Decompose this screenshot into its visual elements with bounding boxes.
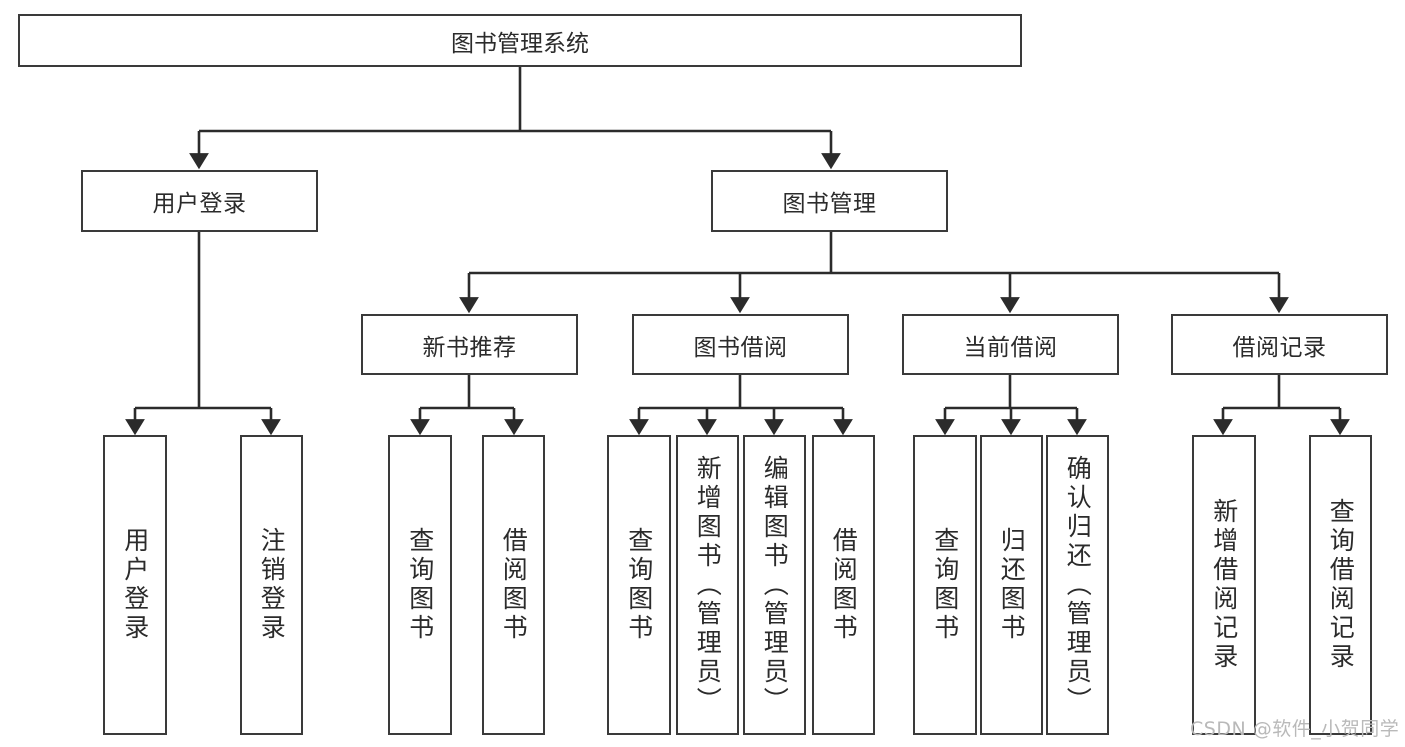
leaf-new-book-recommend-1[interactable]: 借阅图书	[482, 435, 545, 735]
node-label: 图书借阅	[693, 334, 788, 361]
node-label: 用户登录	[152, 191, 247, 217]
leaf-current-borrow-2[interactable]: 确认归还（管理员）	[1046, 435, 1109, 735]
node-label: 确认归还（管理员）	[1063, 454, 1093, 716]
node-label: 注销登录	[257, 527, 287, 643]
node-user-login[interactable]: 用户登录	[81, 170, 318, 232]
node-label: 当前借阅	[963, 334, 1058, 361]
leaf-borrow-record-1[interactable]: 查询借阅记录	[1309, 435, 1372, 735]
node-label: 借阅图书	[829, 527, 859, 643]
leaf-current-borrow-1[interactable]: 归还图书	[980, 435, 1043, 735]
node-book-borrow[interactable]: 图书借阅	[632, 314, 849, 375]
node-label: 归还图书	[997, 527, 1027, 643]
node-new-book-recommend[interactable]: 新书推荐	[361, 314, 578, 375]
node-label: 查询图书	[624, 527, 654, 643]
node-root-book-management-system[interactable]: 图书管理系统	[18, 14, 1022, 67]
node-label: 查询图书	[930, 527, 960, 643]
leaf-borrow-record-0[interactable]: 新增借阅记录	[1192, 435, 1256, 735]
node-label: 借阅图书	[499, 527, 529, 643]
node-label: 查询借阅记录	[1326, 498, 1356, 672]
leaf-book-borrow-0[interactable]: 查询图书	[607, 435, 671, 735]
leaf-current-borrow-0[interactable]: 查询图书	[913, 435, 977, 735]
node-label: 图书管理系统	[451, 30, 589, 57]
node-label: 编辑图书（管理员）	[760, 454, 790, 716]
leaf-book-borrow-3[interactable]: 借阅图书	[812, 435, 875, 735]
node-borrow-record[interactable]: 借阅记录	[1171, 314, 1388, 375]
node-label: 新增借阅记录	[1209, 498, 1239, 672]
leaf-user-login-1[interactable]: 注销登录	[240, 435, 303, 735]
leaf-user-login-0[interactable]: 用户登录	[103, 435, 167, 735]
node-label: 新书推荐	[422, 334, 517, 361]
leaf-book-borrow-2[interactable]: 编辑图书（管理员）	[743, 435, 806, 735]
node-label: 借阅记录	[1232, 334, 1327, 361]
node-book-management[interactable]: 图书管理	[711, 170, 948, 232]
node-label: 图书管理	[782, 191, 877, 217]
node-label: 新增图书（管理员）	[693, 454, 723, 716]
leaf-new-book-recommend-0[interactable]: 查询图书	[388, 435, 452, 735]
node-label: 用户登录	[120, 527, 150, 643]
leaf-book-borrow-1[interactable]: 新增图书（管理员）	[676, 435, 739, 735]
node-current-borrow[interactable]: 当前借阅	[902, 314, 1119, 375]
node-label: 查询图书	[405, 527, 435, 643]
